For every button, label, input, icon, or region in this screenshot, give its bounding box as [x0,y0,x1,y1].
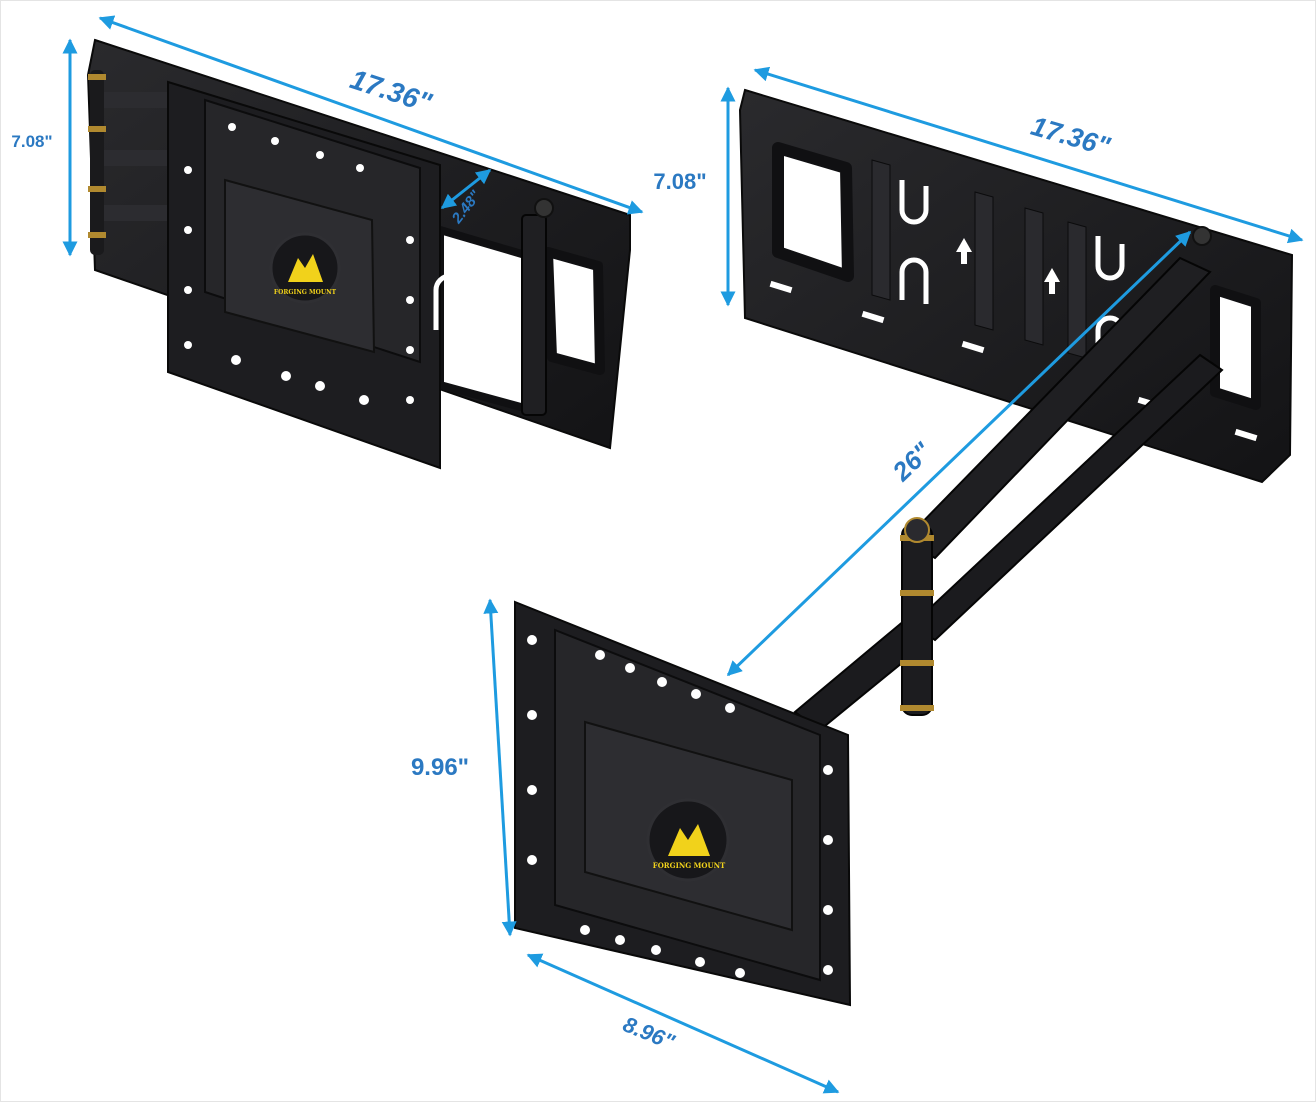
left-arm-tube [521,214,547,416]
left-plate-slot [433,273,467,330]
right-wall-plate [738,88,1294,484]
mountain-logo-icon [668,824,710,856]
right-wall-window [1210,285,1261,410]
folded-arm-bar [104,205,174,221]
left-height-label: 7.08" [11,132,52,151]
left-depth-arrow [440,168,492,210]
right-wall-width-label: 17.36" [1028,111,1115,162]
right-wall-width-arrow [753,66,1304,244]
right-brand-text: FORGING MOUNT [653,861,726,870]
mountain-logo-icon [288,254,323,282]
brass-ring [900,705,934,711]
right-arm-knob [1192,226,1212,246]
tv-plate-width-arrow [526,953,840,1094]
joint-cap [904,517,930,543]
right-mount: FORGING MOUNT [514,88,1294,1007]
brass-ring [900,660,934,666]
brass-ring [88,126,106,132]
left-wall-window [436,224,536,416]
brass-ring [88,74,106,80]
left-width-arrow [98,15,644,215]
brass-ring [900,590,934,596]
left-brand-text: FORGING MOUNT [274,289,337,296]
arm-joint-post [901,524,933,716]
left-hinge-post [90,70,104,255]
left-mount: FORGING MOUNT [86,38,631,470]
folded-arm-bar [104,92,174,108]
brass-ring [88,186,106,192]
arm-extension-arrow [726,230,1192,677]
folded-arm-bar [104,150,174,166]
tv-plate-height-arrow [483,598,517,937]
left-arm-knob [534,198,554,218]
right-wall-window [772,142,854,282]
brass-ring [88,232,106,238]
right-wall-height-label: 7.08" [653,169,706,194]
tv-plate-height-label: 9.96" [411,754,469,781]
left-wall-window [543,247,605,375]
